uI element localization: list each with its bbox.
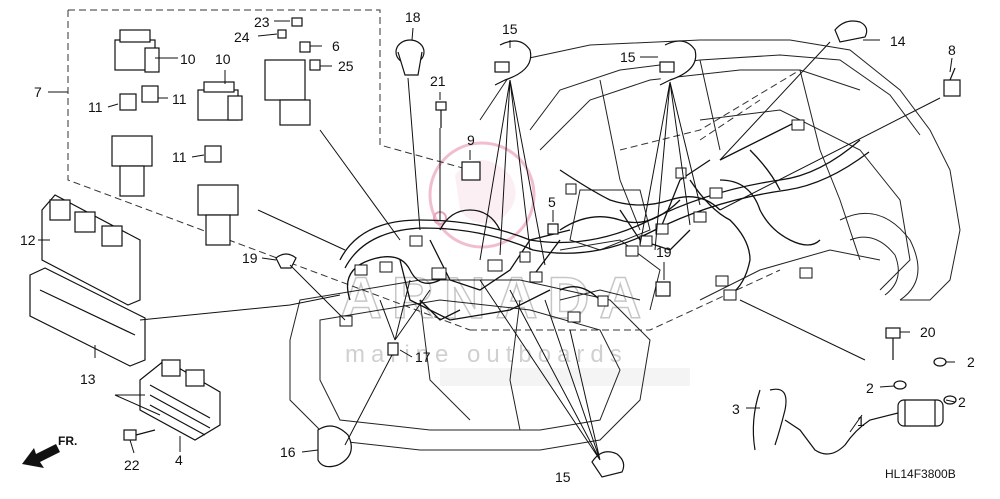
callout-20: 20 bbox=[920, 324, 936, 340]
callout-10b: 10 bbox=[215, 51, 231, 67]
callout-5: 5 bbox=[548, 194, 556, 210]
callout-15c: 15 bbox=[555, 469, 571, 485]
callout-16: 16 bbox=[280, 444, 296, 460]
leader-lines bbox=[38, 20, 956, 461]
connector-block-left bbox=[111, 135, 153, 197]
callout-17: 17 bbox=[415, 349, 431, 365]
watermark-brand: ARNADA bbox=[340, 266, 651, 331]
callout-7: 7 bbox=[34, 84, 42, 100]
callout-10a: 10 bbox=[180, 51, 196, 67]
ecu-cover bbox=[29, 267, 146, 367]
callout-4: 4 bbox=[175, 452, 183, 468]
harness-connectors bbox=[339, 119, 813, 327]
wire-harness bbox=[339, 119, 870, 321]
regulator bbox=[139, 359, 221, 441]
starter-solenoid bbox=[784, 399, 944, 455]
fuse-9 bbox=[461, 161, 481, 181]
washers-2 bbox=[893, 357, 957, 405]
ecu-unit bbox=[41, 194, 141, 306]
drawing-code: HL14F3800B bbox=[885, 467, 956, 481]
relay-box-top bbox=[114, 29, 160, 73]
relay-11c bbox=[204, 145, 222, 163]
clip-8 bbox=[943, 67, 961, 97]
clip-15-top-right bbox=[659, 40, 697, 86]
fuse-box bbox=[264, 17, 321, 126]
callout-14: 14 bbox=[890, 33, 906, 49]
callout-labels: 1 2 2 2 3 4 5 6 7 8 9 10 10 11 11 11 12 … bbox=[20, 9, 975, 485]
callout-15b: 15 bbox=[620, 49, 636, 65]
front-direction-arrow: FR. bbox=[22, 434, 77, 468]
callout-19a: 19 bbox=[242, 250, 258, 266]
callout-18: 18 bbox=[405, 9, 421, 25]
bolt-20 bbox=[885, 327, 901, 360]
callout-13: 13 bbox=[80, 371, 96, 387]
callout-24: 24 bbox=[234, 29, 250, 45]
callout-12: 12 bbox=[20, 232, 36, 248]
callout-15a: 15 bbox=[502, 21, 518, 37]
vehicle-outline bbox=[289, 39, 961, 451]
band-14 bbox=[834, 20, 868, 43]
callout-11a: 11 bbox=[88, 99, 103, 115]
relay-11b bbox=[141, 85, 159, 103]
callout-11b: 11 bbox=[172, 91, 187, 107]
callout-6: 6 bbox=[332, 38, 340, 54]
callout-23: 23 bbox=[254, 14, 270, 30]
part-shapes bbox=[29, 17, 961, 478]
callout-2a: 2 bbox=[967, 354, 975, 370]
callout-9: 9 bbox=[467, 132, 475, 148]
callout-25: 25 bbox=[338, 58, 354, 74]
connector-block-mid bbox=[197, 184, 239, 246]
relay-11a bbox=[119, 93, 137, 111]
callout-8: 8 bbox=[948, 42, 956, 58]
band-16 bbox=[317, 425, 352, 468]
connector-5 bbox=[547, 223, 559, 235]
callout-22: 22 bbox=[124, 457, 140, 473]
clip-19-left bbox=[275, 253, 297, 269]
callout-2b: 2 bbox=[866, 380, 874, 396]
clip-17 bbox=[387, 342, 399, 356]
callout-3: 3 bbox=[732, 401, 740, 417]
clip-15-top-left bbox=[494, 40, 532, 86]
callout-19b: 19 bbox=[656, 244, 672, 260]
tube-3 bbox=[752, 388, 787, 451]
callout-21: 21 bbox=[430, 73, 446, 89]
relay-box-mid bbox=[197, 81, 243, 121]
callout-2c: 2 bbox=[958, 394, 966, 410]
callout-1: 1 bbox=[857, 413, 865, 429]
clip-19-right bbox=[655, 281, 671, 297]
callout-11c: 11 bbox=[172, 149, 187, 165]
direction-label: FR. bbox=[58, 434, 77, 448]
clamp-18 bbox=[395, 39, 425, 76]
bolt-22 bbox=[123, 429, 156, 441]
bolt-21 bbox=[435, 101, 447, 128]
